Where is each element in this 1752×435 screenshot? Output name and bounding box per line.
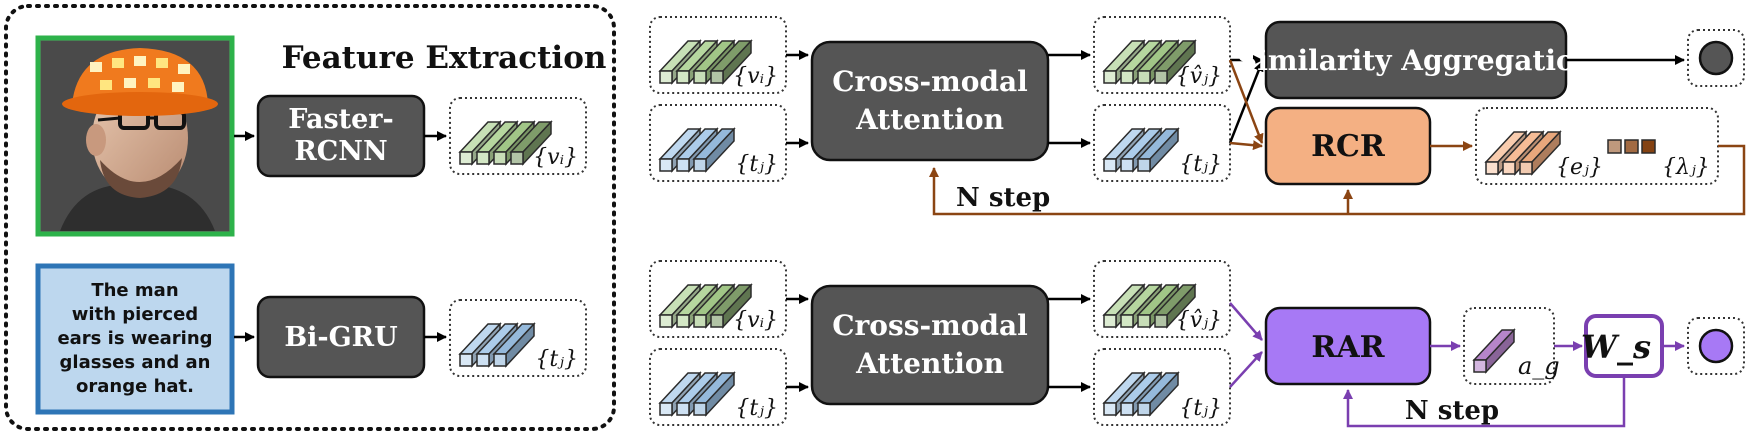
cross-modal-attention-label: Cross-modal [832,309,1028,342]
bottom-loop-arrow [1343,376,1626,428]
input-photo [35,35,235,237]
lambda-weight-square [1607,139,1622,154]
feature-label: {eⱼ} [1556,155,1603,180]
rcr-output-features: {eⱼ} {λⱼ} [1475,107,1719,185]
bottom-input-image-features: {vᵢ} [649,260,787,338]
text-feature-box: {tⱼ} [449,299,587,377]
feature-extraction-panel [4,4,616,431]
top-output-image-features: {v̂ⱼ} [1093,16,1231,94]
feature-label: {v̂ⱼ} [1176,64,1222,89]
feature-extraction-title: Feature Extraction [282,40,607,76]
faster-rcnn-label: RCNN [294,136,387,167]
rcr-label: RCR [1311,129,1386,164]
bi-gru-label: Bi-GRU [284,322,397,353]
caption-line: ears is wearing [57,328,212,349]
similarity-aggregation-label: Similarity Aggregation [1237,44,1595,77]
feature-label: {λⱼ} [1662,155,1710,180]
feature-label: {vᵢ} [533,145,578,170]
top-cross-modal-attention-box [810,40,1050,162]
rar-label: RAR [1311,330,1385,365]
lambda-weight-square [1641,139,1656,154]
top-input-image-features: {vᵢ} [649,16,787,94]
weighted-score-node [1698,328,1734,364]
arrow [1229,302,1263,341]
bottom-cross-modal-attention-box [810,284,1050,406]
cross-modal-attention-label: Cross-modal [832,65,1028,98]
arrow [1228,59,1264,144]
bottom-input-text-features: {tⱼ} [649,348,787,426]
feature-label: {vᵢ} [733,64,778,89]
caption-line: The man [91,280,178,301]
faster-rcnn-label: Faster- [288,104,393,135]
feature-label: {tⱼ} [735,152,778,177]
image-feature-box: {vᵢ} [449,97,587,175]
feature-label: {tⱼ} [735,396,778,421]
arrow [1229,351,1263,388]
feature-label: {tⱼ} [1179,152,1222,177]
bottom-loop-label: N step [1405,396,1499,426]
bottom-output-image-features: {v̂ⱼ} [1093,260,1231,338]
feature-label: {tⱼ} [1179,396,1222,421]
feature-label: {vᵢ} [733,308,778,333]
top-loop-label: N step [956,183,1050,213]
feature-label: a_g [1518,352,1560,380]
feature-label: {tⱼ} [535,347,578,372]
feature-label: {v̂ⱼ} [1176,308,1222,333]
top-input-text-features: {tⱼ} [649,104,787,182]
caption-line: glasses and an [60,352,211,373]
similarity-score-node [1698,40,1734,76]
caption-line: with pierced [72,304,198,325]
lambda-weight-square [1624,139,1639,154]
top-loop-arrow [929,144,1746,216]
caption-line: orange hat. [76,376,194,397]
input-caption: The man with pierced ears is wearing gla… [35,263,235,415]
bottom-output-text-features: {tⱼ} [1093,348,1231,426]
rar-output-feature: a_g [1463,307,1560,385]
cross-modal-attention-label: Attention [855,103,1004,136]
top-output-text-features: {tⱼ} [1093,104,1231,182]
cross-modal-attention-label: Attention [855,347,1004,380]
weight-label: W_s [1581,328,1651,366]
arrow [1229,140,1263,151]
